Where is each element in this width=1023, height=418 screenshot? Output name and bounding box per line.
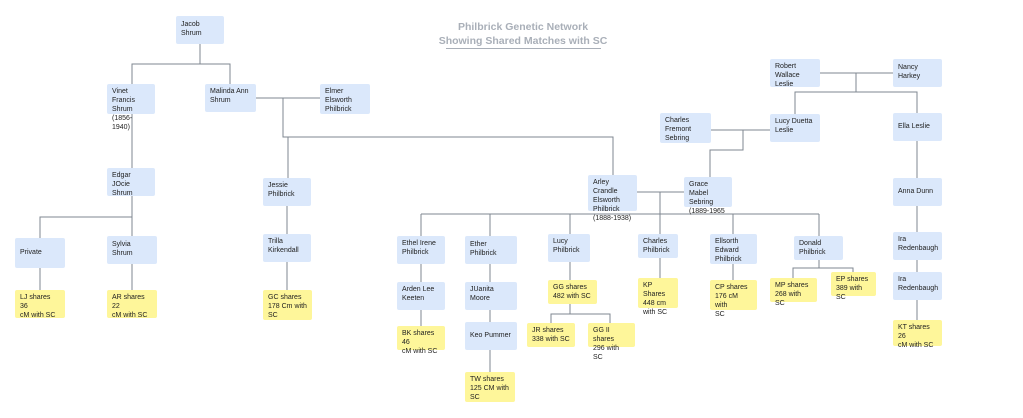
person-ella-leslie[interactable]: Ella Leslie [893,113,942,141]
diagram-subtitle: Showing Shared Matches with SC [438,35,608,47]
person-trilla-kirkendall[interactable]: Trilla Kirkendall [263,234,311,262]
match-kt[interactable]: KT shares 26 cM with SC [893,320,942,349]
person-anna-dunn[interactable]: Anna Dunn [893,178,942,206]
person-ellsorth-philbrick[interactable]: Ellsorth Edward Philbrick [710,234,757,264]
person-lucy-philbrick[interactable]: Lucy Philbrick [548,234,590,262]
match-jr[interactable]: JR shares 338 with SC [527,323,575,347]
person-grace-sebring[interactable]: Grace Mabel Sebring (1889-1965 [684,177,732,215]
person-arden-keeten[interactable]: Arden Lee Keeten [397,282,445,310]
person-ira-redenbaugh-2[interactable]: Ira Redenbaugh [893,272,942,300]
person-donald-philbrick[interactable]: Donald Philbrick [794,236,843,260]
person-edgar-shrum[interactable]: Edgar JOcie Shrum [107,168,155,197]
match-lj[interactable]: LJ shares 36 cM with SC [15,290,65,319]
match-gg[interactable]: GG shares 482 with SC [548,280,597,304]
person-charles-philbrick[interactable]: Charles Philbrick [638,234,678,258]
person-private[interactable]: Private [15,238,65,268]
subtitle-underline [446,48,601,49]
person-malinda-shrum[interactable]: Malinda Ann Shrum [205,84,256,112]
person-ether-philbrick[interactable]: Ether Philbrick [465,236,517,264]
match-gc[interactable]: GC shares 178 Cm with SC [263,290,312,320]
person-charles-sebring[interactable]: Charles Fremont Sebring [660,113,711,143]
match-ep[interactable]: EP shares 389 with SC [831,272,876,301]
person-jessie-philbrick[interactable]: Jessie Philbrick [263,178,311,206]
match-bk[interactable]: BK shares 46 cM with SC [397,326,445,355]
person-vinet-shrum[interactable]: Vinet Francis Shrum (1856-1940) [107,84,155,131]
person-lucy-leslie[interactable]: Lucy Duetta Leslie [770,114,820,142]
match-gg2[interactable]: GG II shares 296 with SC [588,323,635,361]
person-elmer-philbrick[interactable]: Elmer Elsworth Philbrick [320,84,370,114]
person-jacob-shrum[interactable]: Jacob Shrum [176,16,224,44]
match-mp[interactable]: MP shares 268 with SC [770,278,817,307]
person-ethel-philbrick[interactable]: Ethel Irene Philbrick [397,236,445,264]
person-nancy-harkey[interactable]: Nancy Harkey [893,59,942,87]
person-arley-philbrick[interactable]: Arley Crandle Elsworth Philbrick (1888-1… [588,175,637,222]
diagram-title: Philbrick Genetic Network [457,21,589,33]
match-cp[interactable]: CP shares 176 cM with SC [710,280,757,318]
match-kp[interactable]: KP Shares 448 cm with SC [638,278,678,316]
person-sylvia-shrum[interactable]: Sylvia Shrum [107,236,157,264]
match-tw[interactable]: TW shares 125 CM with SC [465,372,515,402]
match-ar[interactable]: AR shares 22 cM with SC [107,290,157,319]
person-keo-pummer[interactable]: Keo Pummer [465,322,517,350]
person-robert-leslie[interactable]: Robert Wallace Leslie [770,59,820,88]
person-juanita-moore[interactable]: JUanita Moore [465,282,517,310]
person-ira-redenbaugh-1[interactable]: Ira Redenbaugh [893,232,942,260]
